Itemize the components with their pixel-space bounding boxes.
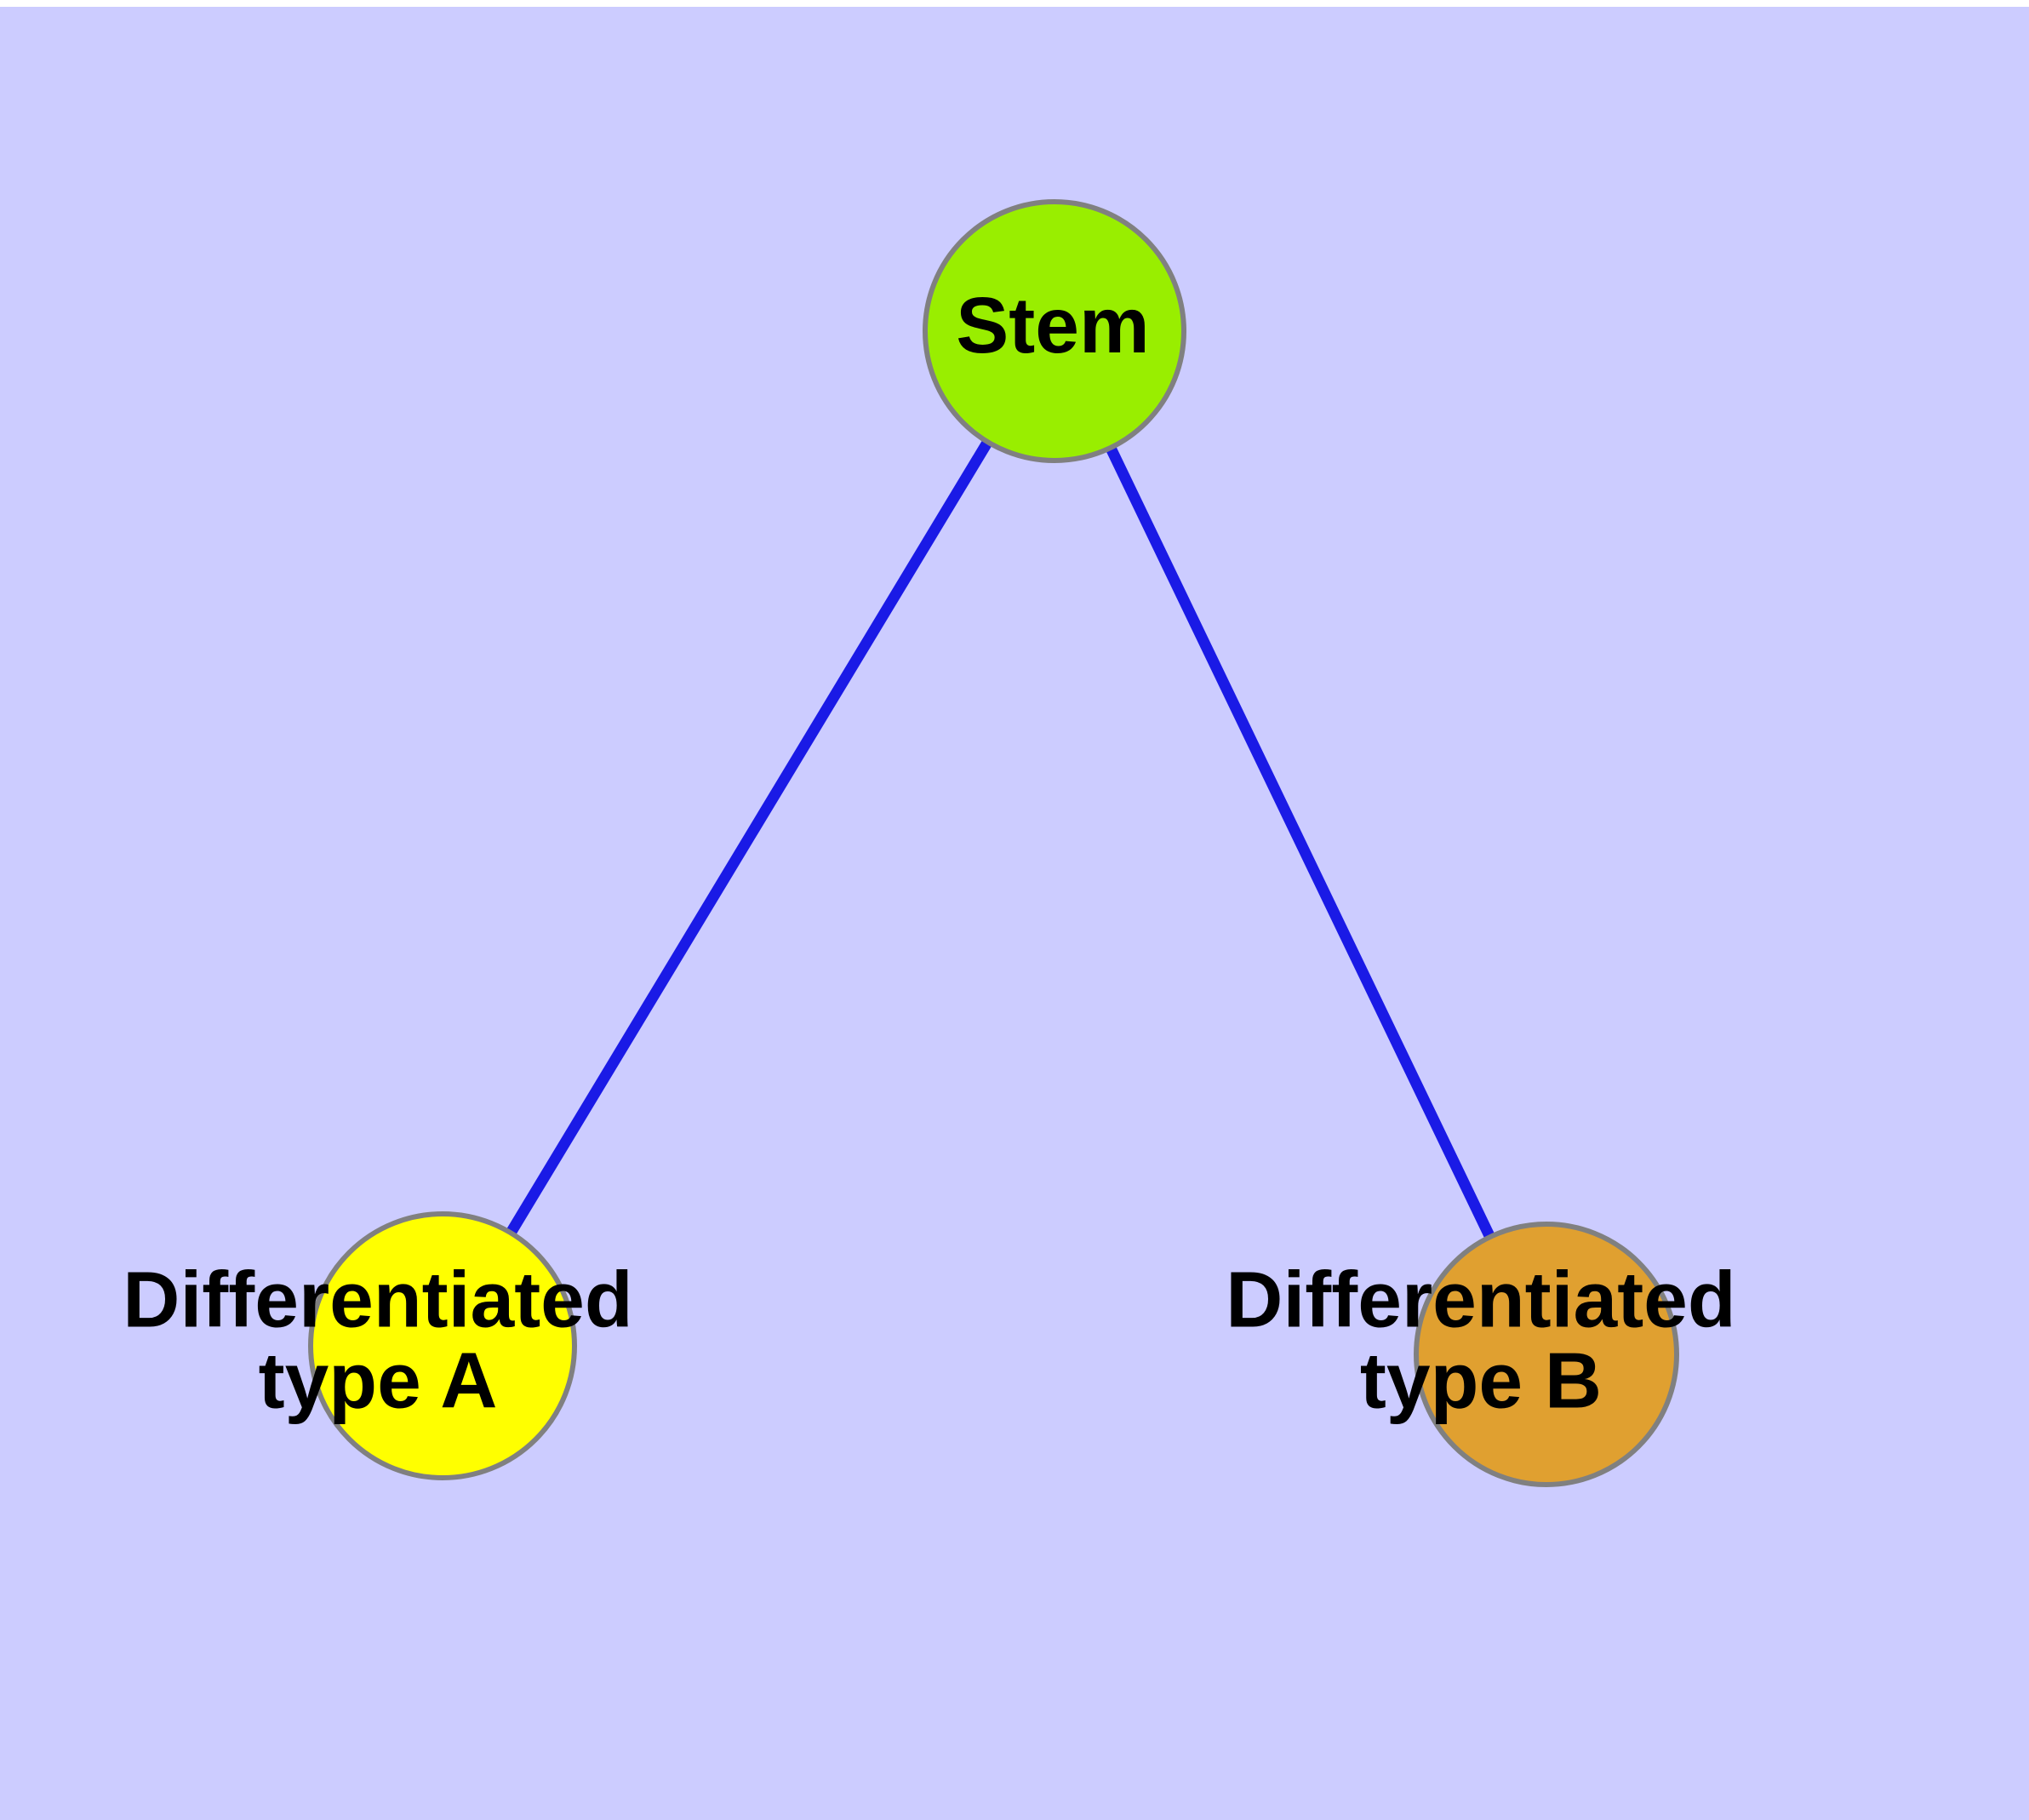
- label-line: Stem: [956, 281, 1149, 369]
- graph-node-label-stem: Stem: [956, 281, 1149, 369]
- graph-node-diff_a[interactable]: [308, 1211, 577, 1480]
- nodes-layer: [308, 199, 1679, 1487]
- label-line: Differentiated: [123, 1255, 632, 1343]
- graph-edge-stem-to-a[interactable]: [437, 328, 1060, 1349]
- graph-edge-stem-to-b[interactable]: [1049, 329, 1552, 1357]
- label-line: Differentiated: [1226, 1255, 1735, 1343]
- graph-node-diff_b[interactable]: [1414, 1222, 1679, 1487]
- label-line: type A: [259, 1336, 498, 1424]
- edges-layer: [437, 328, 1552, 1357]
- label-line: type B: [1360, 1336, 1602, 1424]
- graph-node-stem[interactable]: [923, 199, 1186, 463]
